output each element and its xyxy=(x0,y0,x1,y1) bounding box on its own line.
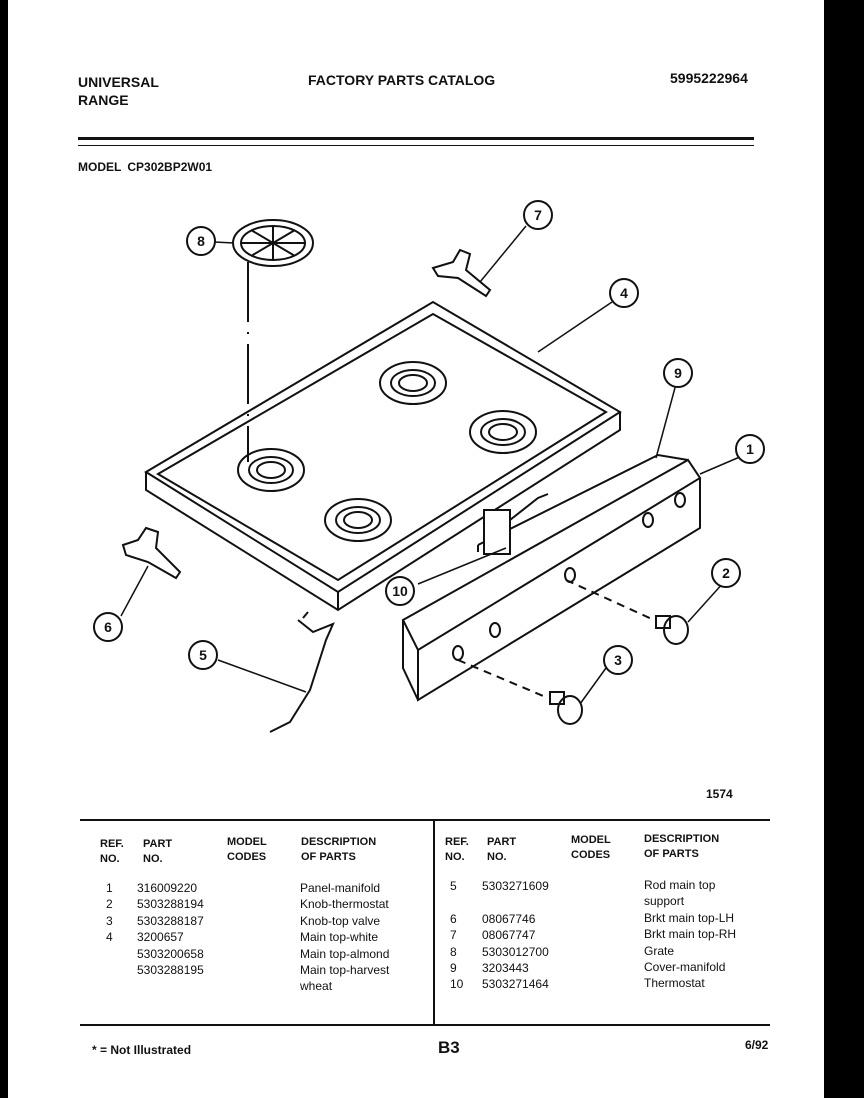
burner-rear-left xyxy=(379,361,447,405)
catalog-title: FACTORY PARTS CATALOG xyxy=(308,72,496,88)
callout-5: 5 xyxy=(199,647,207,663)
callout-labels: 1 2 3 4 5 6 7 8 9 10 xyxy=(104,207,754,668)
callout-6: 6 xyxy=(104,619,112,635)
model-number: CP302BP2W01 xyxy=(127,160,213,174)
grate-drawing xyxy=(232,219,314,462)
catalog-number: 5995222964 xyxy=(670,70,748,86)
burner-front-left xyxy=(237,448,305,492)
burner-rear-right xyxy=(469,410,537,454)
brand-line-1: UNIVERSAL xyxy=(78,74,159,90)
exploded-parts-diagram: 1 2 3 4 5 6 7 8 9 10 xyxy=(93,200,765,733)
model-line: MODEL CP302BP2W01 xyxy=(78,160,218,174)
callout-circles xyxy=(93,200,765,675)
table-center-divider xyxy=(433,821,435,1024)
callout-2: 2 xyxy=(722,565,730,581)
revision-date: 6/92 xyxy=(745,1038,769,1052)
bracket-rh-drawing xyxy=(431,248,492,298)
knob-top-valve-drawing xyxy=(457,659,583,725)
header-ref-right: REF.NO. xyxy=(445,836,469,863)
callout-10: 10 xyxy=(392,583,408,599)
brand-title: UNIVERSAL RANGE xyxy=(78,73,159,109)
callout-4: 4 xyxy=(620,285,628,301)
callout-8: 8 xyxy=(197,233,205,249)
model-label: MODEL xyxy=(78,160,122,174)
header-ref-left: REF.NO. xyxy=(100,838,124,865)
header-rule-thick xyxy=(78,137,754,140)
bracket-lh-drawing xyxy=(121,526,182,580)
main-top-drawing xyxy=(144,300,622,612)
callout-7: 7 xyxy=(534,207,542,223)
page-code: B3 xyxy=(438,1038,460,1057)
callout-9: 9 xyxy=(674,365,682,381)
table-top-rule xyxy=(80,819,770,821)
rod-drawing xyxy=(269,611,335,733)
callout-1: 1 xyxy=(746,441,754,457)
figure-number: 1574 xyxy=(706,787,733,801)
header-rule-thin xyxy=(78,145,754,146)
brand-line-2: RANGE xyxy=(78,92,129,108)
parts-catalog-page: UNIVERSAL RANGE FACTORY PARTS CATALOG 59… xyxy=(8,0,824,1098)
manifold-panel-drawing xyxy=(401,453,702,702)
not-illustrated-note: * = Not Illustrated xyxy=(92,1043,192,1057)
knob-thermostat-drawing xyxy=(565,579,689,645)
table-bottom-rule xyxy=(80,1024,770,1026)
burner-front-right xyxy=(324,498,392,542)
callout-3: 3 xyxy=(614,652,622,668)
leader-lines xyxy=(120,225,743,705)
